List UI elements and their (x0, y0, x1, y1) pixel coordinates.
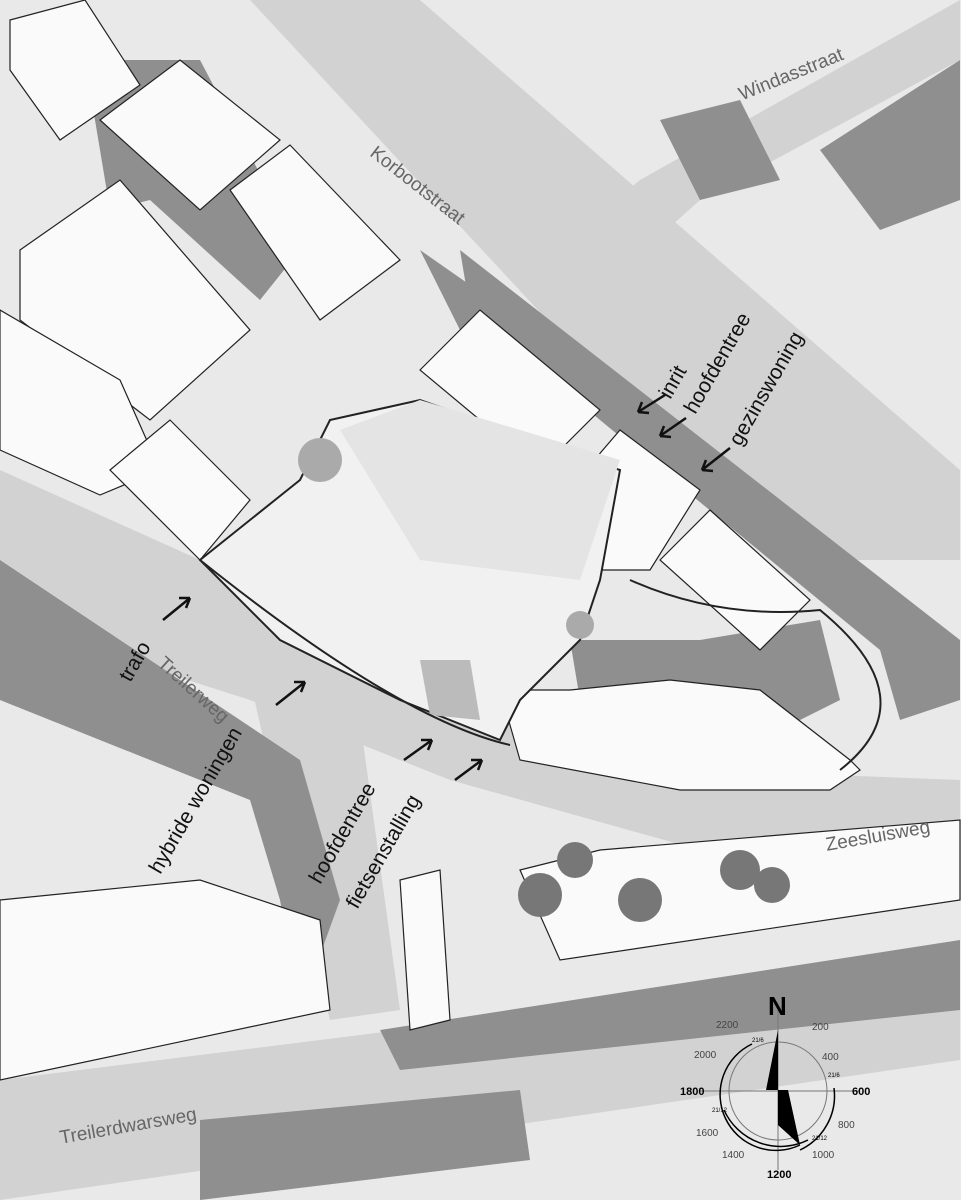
hour-200: 200 (812, 1022, 829, 1033)
north-arrow-icon (766, 1030, 778, 1090)
hour-1800: 1800 (680, 1086, 704, 1098)
date-winter-start: 21/12 (712, 1108, 728, 1114)
date-summer-end: 21/6 (828, 1073, 840, 1079)
project-block (198, 398, 882, 771)
hour-800: 800 (838, 1120, 855, 1131)
hour-2200: 2200 (716, 1020, 739, 1031)
hour-1200: 1200 (767, 1169, 791, 1181)
hour-400: 400 (822, 1052, 839, 1063)
bicycle-storage (420, 660, 480, 720)
date-summer-start: 21/6 (752, 1038, 764, 1044)
hour-1000: 1000 (812, 1150, 835, 1161)
hour-1600: 1600 (696, 1128, 719, 1139)
date-winter-end: 21/12 (812, 1136, 828, 1142)
compass-labels: N 200 400 600 800 1000 1200 1400 1600 18… (680, 991, 870, 1181)
hour-1400: 1400 (722, 1150, 745, 1161)
compass-north: N (768, 991, 787, 1021)
zeesluisweg-road (0, 470, 960, 860)
hour-600: 600 (852, 1086, 870, 1098)
hour-2000: 2000 (694, 1050, 717, 1061)
sun-compass (700, 1010, 860, 1170)
annotation-arrows (162, 393, 731, 782)
trees (298, 438, 790, 922)
courtyard (340, 400, 620, 580)
buildings (0, 0, 961, 1081)
